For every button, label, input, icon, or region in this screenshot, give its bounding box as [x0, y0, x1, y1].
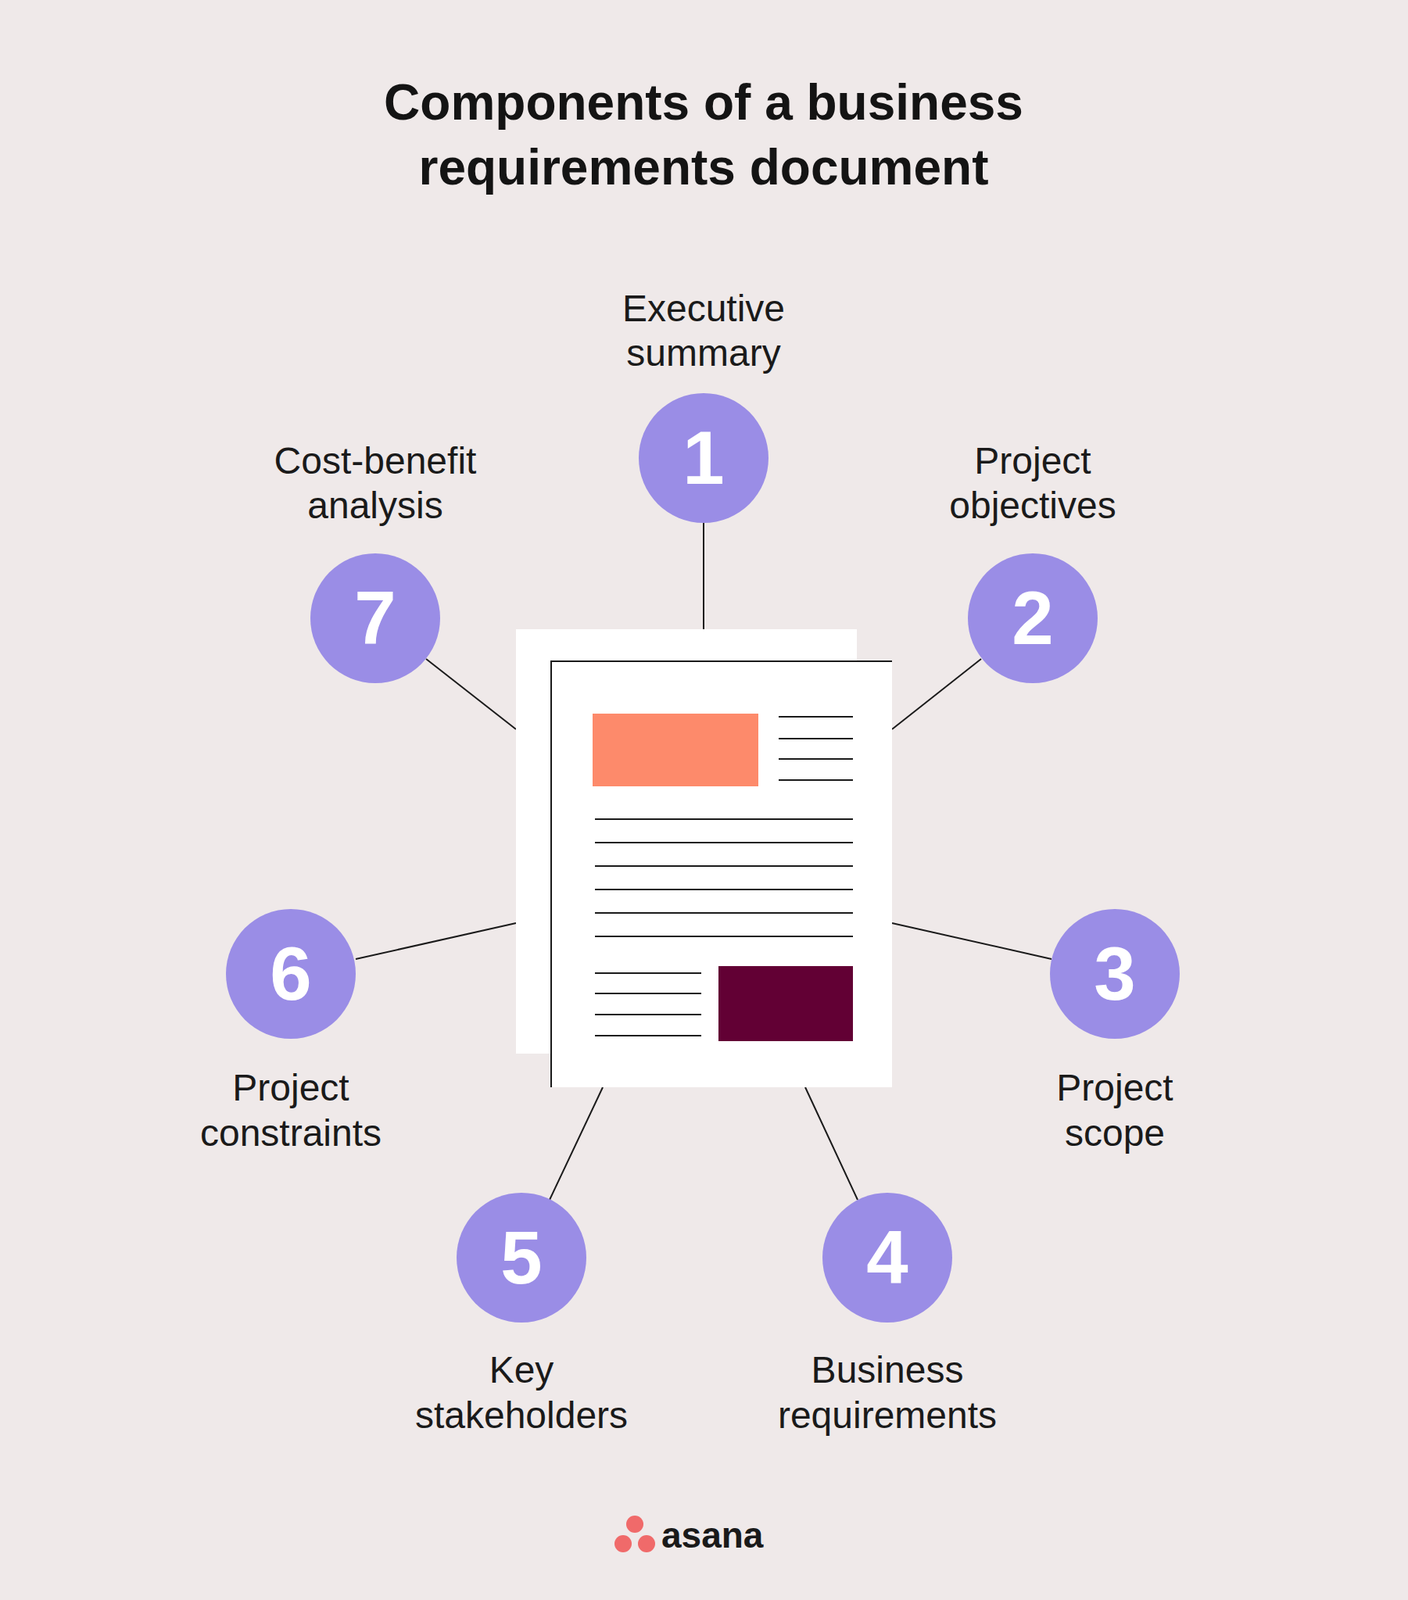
text-line — [594, 1013, 702, 1016]
text-line — [594, 935, 853, 938]
component-label: Cost-benefit analysis — [250, 438, 501, 529]
text-line — [778, 716, 853, 718]
circle-fill — [638, 393, 769, 524]
front-sheet — [551, 661, 893, 1088]
circle-fill — [456, 1193, 587, 1323]
callout-number: 4 — [822, 1193, 953, 1323]
orange-block — [592, 713, 759, 787]
text-line — [594, 992, 702, 995]
numbered-circle: 5Key stakeholders — [456, 1193, 587, 1323]
text-line — [594, 888, 853, 891]
circle-fill — [822, 1193, 953, 1323]
callout-number: 6 — [225, 909, 356, 1039]
text-lines — [594, 716, 853, 1036]
leader-lines — [355, 523, 1052, 1201]
component-label: Key stakeholders — [396, 1347, 647, 1438]
maroon-block — [718, 966, 853, 1042]
brand-dots — [614, 1515, 656, 1553]
text-line — [778, 779, 853, 782]
text-line — [594, 972, 702, 975]
component-label: Business requirements — [754, 1347, 1021, 1438]
sheet-edge — [551, 661, 893, 1088]
component-label: Project constraints — [165, 1065, 416, 1156]
brand-name: asana — [661, 1513, 764, 1558]
circle-fill — [310, 553, 441, 684]
component-label: Executive summary — [578, 286, 829, 377]
circle-fill — [967, 553, 1098, 684]
text-line — [778, 738, 853, 740]
text-line — [594, 818, 853, 821]
circle-fill — [1049, 909, 1180, 1039]
numbered-circle: 2Project objectives — [967, 553, 1098, 684]
text-line — [778, 758, 853, 760]
numbered-circle: 1Executive summary — [638, 393, 769, 524]
callout-number: 7 — [310, 553, 441, 684]
numbered-circle: 4Business requirements — [822, 1193, 953, 1323]
text-line — [594, 865, 853, 868]
text-line — [594, 1035, 702, 1037]
numbered-circle: 6Project constraints — [225, 909, 356, 1039]
numbered-circle: 3Project scope — [1049, 909, 1180, 1039]
callout-number: 3 — [1049, 909, 1180, 1039]
callout-number: 5 — [456, 1193, 587, 1323]
diagram-title: Components of a business requirements do… — [195, 70, 1212, 201]
numbered-circle: 7Cost-benefit analysis — [310, 553, 441, 684]
callout-number: 2 — [967, 553, 1098, 684]
text-line — [594, 912, 853, 914]
component-label: Project objectives — [907, 438, 1158, 529]
callout-number: 1 — [638, 393, 769, 524]
circle-fill — [225, 909, 356, 1039]
text-line — [594, 841, 853, 844]
component-label: Project scope — [1017, 1065, 1213, 1156]
